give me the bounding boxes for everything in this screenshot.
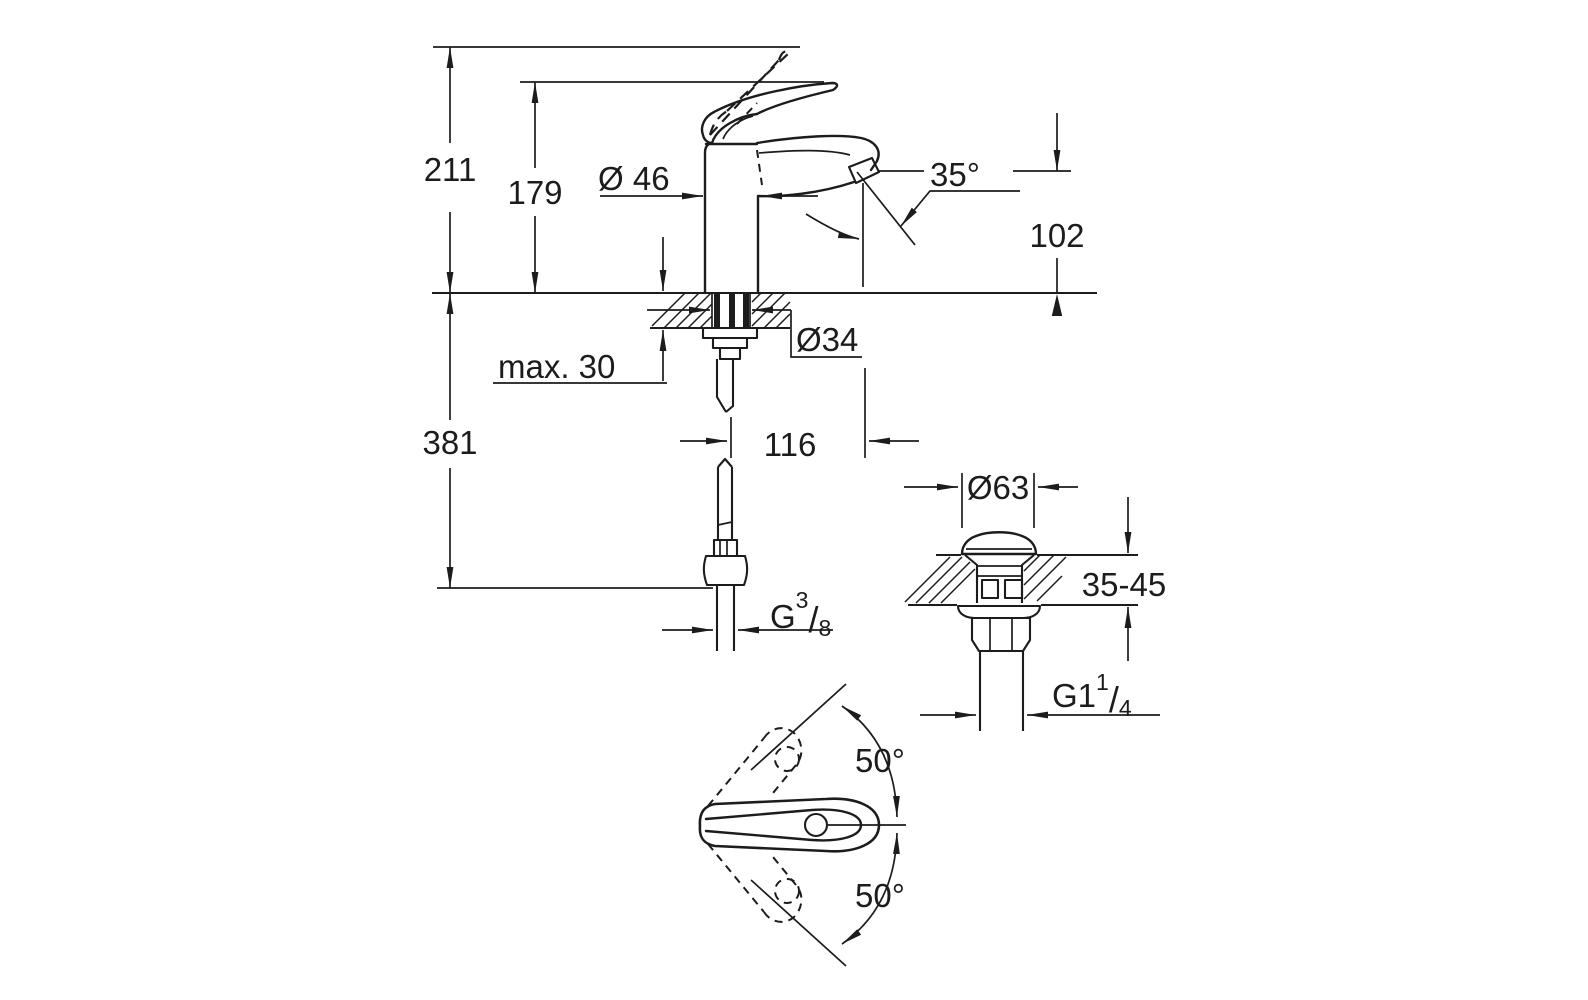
dim-179: 179 [507,81,824,293]
hose-tail [715,585,736,651]
adapter [718,346,742,361]
dim-label-102: 102 [1029,217,1084,254]
handle-raised-dashed [708,50,790,186]
handle-dome [710,112,759,145]
faucet-handle [700,81,839,145]
spout-top-edge [755,134,880,172]
drain-window-left [980,578,1000,600]
handle-top-view: 50° 50° [698,683,906,967]
dim-211: 211 [424,46,800,293]
g114-sup: 1 [1096,669,1109,695]
handle-accent-line [722,115,754,140]
g38-slash: / [808,599,818,640]
g38-base: G [770,598,796,635]
dim-50-lower: 50° [841,832,905,945]
dim-102: 102 [878,113,1085,316]
dim-3545: 35-45 [1082,497,1166,661]
mounting-nut [711,336,749,350]
faucet-spout [755,134,881,198]
dim-35deg: 35° [805,156,1020,287]
dim-label-35deg: 35° [930,156,980,193]
spout-underside [757,180,856,198]
faucet-body [703,141,760,295]
washer [701,326,759,340]
handle-pivot-hole [803,812,829,838]
handle-pos-up-dashed [707,727,803,807]
dim-label-179: 179 [507,174,562,211]
drain-flange [956,604,1042,620]
dim-label-50-lower: 50° [855,877,905,914]
spray-direction-line [856,171,916,246]
drain-counter-section [904,553,1138,607]
dim-116: 116 [680,368,919,463]
dim-label-max30: max. 30 [498,348,615,385]
dim-label-3545: 35-45 [1082,566,1166,603]
drain-window-right [1003,578,1024,600]
aerator [847,156,881,185]
handle-front-scoop [700,110,716,145]
drain-deck-hatch [904,554,1067,604]
swing-line-upper [750,683,847,771]
dim-label-116: 116 [764,426,817,463]
dim-label-211: 211 [424,151,477,188]
drain-tailpiece [978,651,1025,731]
dim-46: Ø 46 [598,160,818,200]
g38-sub: 8 [818,615,831,641]
hose-collar [712,538,739,558]
counter-section [432,291,1097,330]
handle-pos-down-dashed [707,843,803,923]
mounting-hardware [701,326,759,361]
g114-base: G1 [1052,677,1096,714]
body-left-edge [703,141,714,295]
dim-label-g38: G3/8 [770,587,831,641]
drain-detail: Ø63 [904,469,1166,731]
dim-63: Ø63 [904,469,1078,528]
main-view: 211 179 Ø 46 35° [422,46,1097,651]
flow-arc-arrow [805,213,860,240]
arrowhead-102-bottom [1051,294,1063,316]
leader-34 [790,310,862,358]
dim-label-34: Ø34 [796,321,858,358]
dim-label-g114: G11/4 [1052,669,1132,721]
dim-label-50-upper: 50° [855,742,905,779]
dim-50-upper: 50° [841,705,905,818]
dim-34: Ø34 [647,306,862,358]
g114-sub: 4 [1119,695,1132,721]
dim-label-63: Ø63 [967,469,1029,506]
threaded-shank [711,293,751,328]
drain-nut [970,616,1032,653]
swing-line-lower [750,879,847,967]
supply-pipe [702,359,749,651]
dim-max30: max. 30 [493,237,667,385]
dim-381: 381 [422,293,713,589]
dim-g38: G3/8 [662,587,833,641]
hose-connector-nut [702,554,749,587]
handle-blade [712,81,839,116]
spout-inner-line [758,149,851,156]
dim-label-381: 381 [422,424,477,461]
drain-cap [960,531,1038,556]
dim-label-46: Ø 46 [598,160,670,197]
g114-slash: / [1109,679,1119,720]
leader-35deg [900,190,1020,227]
g38-sup: 3 [796,587,809,613]
drain-body [964,554,1035,603]
dim-g114: G11/4 [920,669,1160,721]
